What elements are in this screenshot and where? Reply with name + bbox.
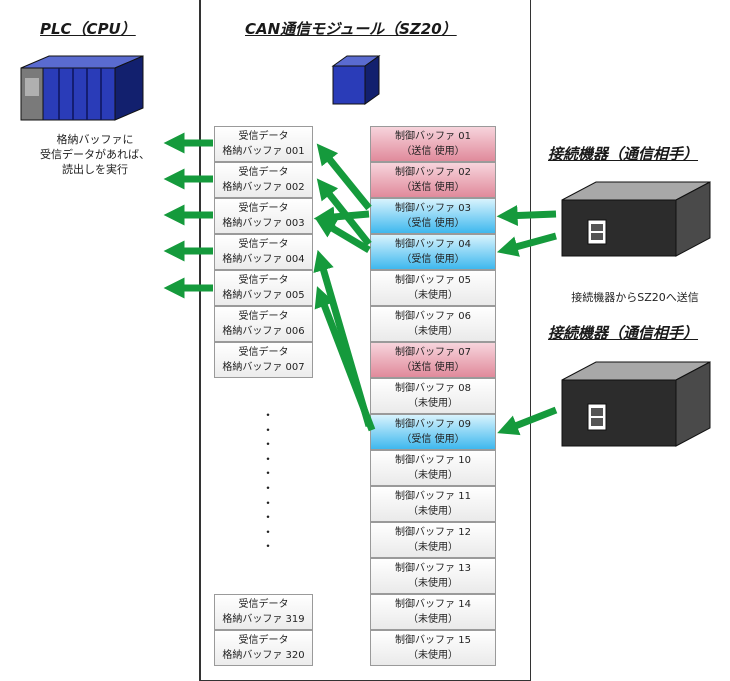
control-buffer-label: 制御バッファ 05 bbox=[395, 275, 471, 286]
control-buffer-state: （送信 使用） bbox=[401, 182, 465, 193]
receive-buffer-id: 格納バッファ 002 bbox=[222, 182, 305, 193]
connected-device-1-icon bbox=[561, 181, 711, 257]
control-buffer-state: （未使用） bbox=[408, 614, 458, 625]
control-buffer-label: 制御バッファ 01 bbox=[395, 131, 471, 142]
device-send-note: 接続機器からSZ20へ送信 bbox=[571, 291, 699, 304]
control-buffer-label: 制御バッファ 04 bbox=[395, 239, 471, 250]
control-buffer-state: （未使用） bbox=[408, 326, 458, 337]
control-buffer-label: 制御バッファ 09 bbox=[395, 419, 471, 430]
arrow-device1-to-ctrl04 bbox=[496, 232, 557, 257]
receive-buffer-id: 格納バッファ 319 bbox=[222, 614, 305, 625]
receive-buffer-id: 格納バッファ 006 bbox=[222, 326, 305, 337]
control-buffer-label: 制御バッファ 10 bbox=[395, 455, 471, 466]
plc-hardware-icon bbox=[20, 55, 144, 121]
control-buffer-state: （受信 使用） bbox=[401, 218, 465, 229]
receive-buffer-001: 受信データ格納バッファ 001 bbox=[214, 126, 313, 162]
control-buffer-label: 制御バッファ 11 bbox=[395, 491, 471, 502]
can-module-title: CAN通信モジュール（SZ20） bbox=[245, 20, 457, 38]
receive-buffer-id: 格納バッファ 003 bbox=[222, 218, 305, 229]
control-buffer-label: 制御バッファ 12 bbox=[395, 527, 471, 538]
arrow-ctrl09-to-buf005 bbox=[314, 286, 376, 432]
control-buffer-state: （未使用） bbox=[408, 470, 458, 481]
control-buffer-15: 制御バッファ 15 （未使用） bbox=[370, 630, 496, 666]
control-buffer-label: 制御バッファ 08 bbox=[395, 383, 471, 394]
receive-buffer-ellipsis: ・ ・ ・ ・ ・ ・ ・ ・ ・ ・ bbox=[262, 408, 275, 554]
receive-buffer-007: 受信データ格納バッファ 007 bbox=[214, 342, 313, 378]
connected-device-2-icon bbox=[561, 361, 711, 447]
control-buffer-state: （未使用） bbox=[408, 542, 458, 553]
device-2-title: 接続機器（通信相手） bbox=[548, 324, 699, 342]
control-buffer-11: 制御バッファ 11 （未使用） bbox=[370, 486, 496, 522]
plc-panel bbox=[0, 0, 200, 681]
control-buffer-label: 制御バッファ 03 bbox=[395, 203, 471, 214]
control-buffer-label: 制御バッファ 14 bbox=[395, 599, 471, 610]
control-buffer-state: （未使用） bbox=[408, 290, 458, 301]
control-buffer-01: 制御バッファ 01 （送信 使用） bbox=[370, 126, 496, 162]
control-buffer-label: 制御バッファ 15 bbox=[395, 635, 471, 646]
receive-buffer-label: 受信データ bbox=[238, 131, 289, 142]
receive-buffer-003: 受信データ格納バッファ 003 bbox=[214, 198, 313, 234]
control-buffer-07: 制御バッファ 07 （送信 使用） bbox=[370, 342, 496, 378]
arrow-ctrl04-to-buf003b bbox=[314, 217, 371, 254]
control-buffer-02: 制御バッファ 02 （送信 使用） bbox=[370, 162, 496, 198]
arrow-device1-to-ctrl03 bbox=[496, 205, 557, 226]
receive-buffer-label: 受信データ bbox=[238, 167, 289, 178]
control-buffer-state: （未使用） bbox=[408, 398, 458, 409]
control-buffer-label: 制御バッファ 07 bbox=[395, 347, 471, 358]
control-buffer-13: 制御バッファ 13 （未使用） bbox=[370, 558, 496, 594]
receive-buffer-id: 格納バッファ 001 bbox=[222, 146, 305, 157]
receive-buffer-label: 受信データ bbox=[238, 239, 289, 250]
control-buffer-06: 制御バッファ 06 （未使用） bbox=[370, 306, 496, 342]
control-buffer-label: 制御バッファ 02 bbox=[395, 167, 471, 178]
control-buffer-state: （未使用） bbox=[408, 578, 458, 589]
can-module-icon bbox=[331, 55, 381, 105]
receive-buffer-id: 格納バッファ 005 bbox=[222, 290, 305, 301]
plc-title: PLC（CPU） bbox=[40, 20, 136, 38]
plc-note-line-3: 読出しを実行 bbox=[62, 163, 128, 176]
control-buffer-14: 制御バッファ 14 （未使用） bbox=[370, 594, 496, 630]
device-1-title: 接続機器（通信相手） bbox=[548, 145, 699, 163]
receive-buffer-004: 受信データ格納バッファ 004 bbox=[214, 234, 313, 270]
control-buffer-09: 制御バッファ 09 （受信 使用） bbox=[370, 414, 496, 450]
arrow-device2-to-ctrl09 bbox=[497, 406, 558, 436]
control-buffer-10: 制御バッファ 10 （未使用） bbox=[370, 450, 496, 486]
receive-buffer-id: 格納バッファ 320 bbox=[222, 650, 305, 661]
control-buffer-03: 制御バッファ 03 （受信 使用） bbox=[370, 198, 496, 234]
receive-buffer-label: 受信データ bbox=[238, 347, 289, 358]
receive-buffer-002: 受信データ格納バッファ 002 bbox=[214, 162, 313, 198]
control-buffer-state: （送信 使用） bbox=[401, 362, 465, 373]
control-buffer-state: （送信 使用） bbox=[401, 146, 465, 157]
receive-buffer-label: 受信データ bbox=[238, 203, 289, 214]
arrow-ctrl03-to-buf001 bbox=[316, 143, 372, 211]
receive-buffer-005: 受信データ格納バッファ 005 bbox=[214, 270, 313, 306]
control-buffer-label: 制御バッファ 06 bbox=[395, 311, 471, 322]
control-buffer-state: （受信 使用） bbox=[401, 434, 465, 445]
control-buffer-05: 制御バッファ 05 （未使用） bbox=[370, 270, 496, 306]
receive-buffer-label: 受信データ bbox=[238, 599, 289, 610]
receive-buffer-label: 受信データ bbox=[238, 275, 289, 286]
arrow-ctrl04-to-buf002 bbox=[316, 178, 372, 247]
receive-buffer-006: 受信データ格納バッファ 006 bbox=[214, 306, 313, 342]
control-buffer-12: 制御バッファ 12 （未使用） bbox=[370, 522, 496, 558]
receive-buffer-319: 受信データ格納バッファ 319 bbox=[214, 594, 313, 630]
control-buffer-08: 制御バッファ 08 （未使用） bbox=[370, 378, 496, 414]
plc-note: 格納バッファに 受信データがあれば、 読出しを実行 bbox=[20, 132, 170, 177]
control-buffer-state: （未使用） bbox=[408, 506, 458, 517]
receive-buffer-320: 受信データ格納バッファ 320 bbox=[214, 630, 313, 666]
control-buffer-04: 制御バッファ 04 （受信 使用） bbox=[370, 234, 496, 270]
control-buffer-state: （受信 使用） bbox=[401, 254, 465, 265]
receive-buffer-label: 受信データ bbox=[238, 635, 289, 646]
receive-buffer-id: 格納バッファ 004 bbox=[222, 254, 305, 265]
plc-note-line-1: 格納バッファに bbox=[56, 133, 134, 146]
receive-buffer-label: 受信データ bbox=[238, 311, 289, 322]
receive-buffer-id: 格納バッファ 007 bbox=[222, 362, 305, 373]
plc-note-line-2: 受信データがあれば、 bbox=[40, 148, 150, 161]
control-buffer-state: （未使用） bbox=[408, 650, 458, 661]
control-buffer-label: 制御バッファ 13 bbox=[395, 563, 471, 574]
